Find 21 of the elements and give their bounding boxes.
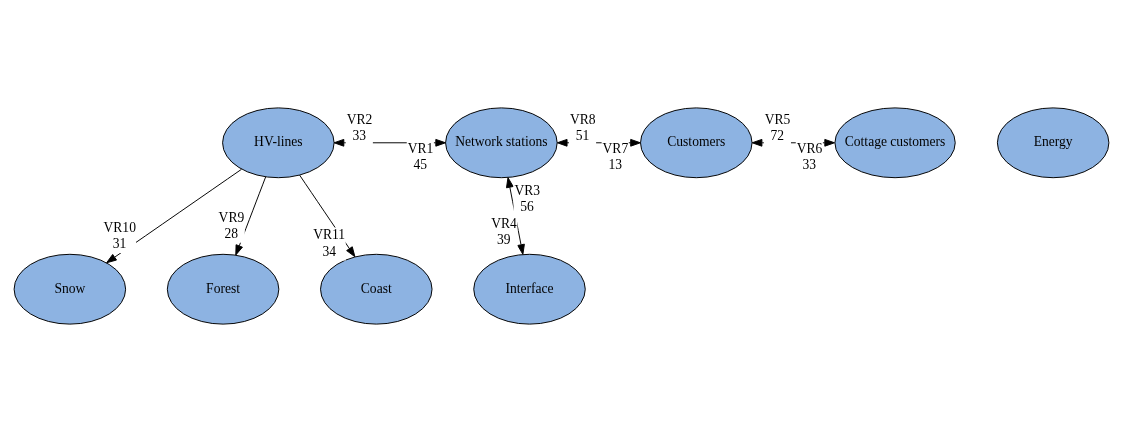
label: VR9 [218,209,245,225]
label: VR4 [491,215,517,231]
label: 13 [608,157,622,173]
label: VR7 [602,140,629,156]
label: VR6 [796,140,823,156]
label: 39 [497,232,511,248]
label: 45 [413,157,428,173]
label: VR10 [103,219,136,235]
label: VR8 [569,111,596,127]
label: VR5 [764,111,791,127]
label: 56 [520,199,534,215]
label: 33 [352,128,367,144]
label: VR3 [514,182,541,198]
label: 28 [224,226,238,242]
label: VR2 [346,111,373,127]
label: 33 [802,157,817,173]
label: VR1 [407,140,434,156]
label: 31 [112,236,127,252]
label: 51 [575,128,590,144]
label: VR11 [313,227,346,243]
label: 72 [770,128,785,144]
